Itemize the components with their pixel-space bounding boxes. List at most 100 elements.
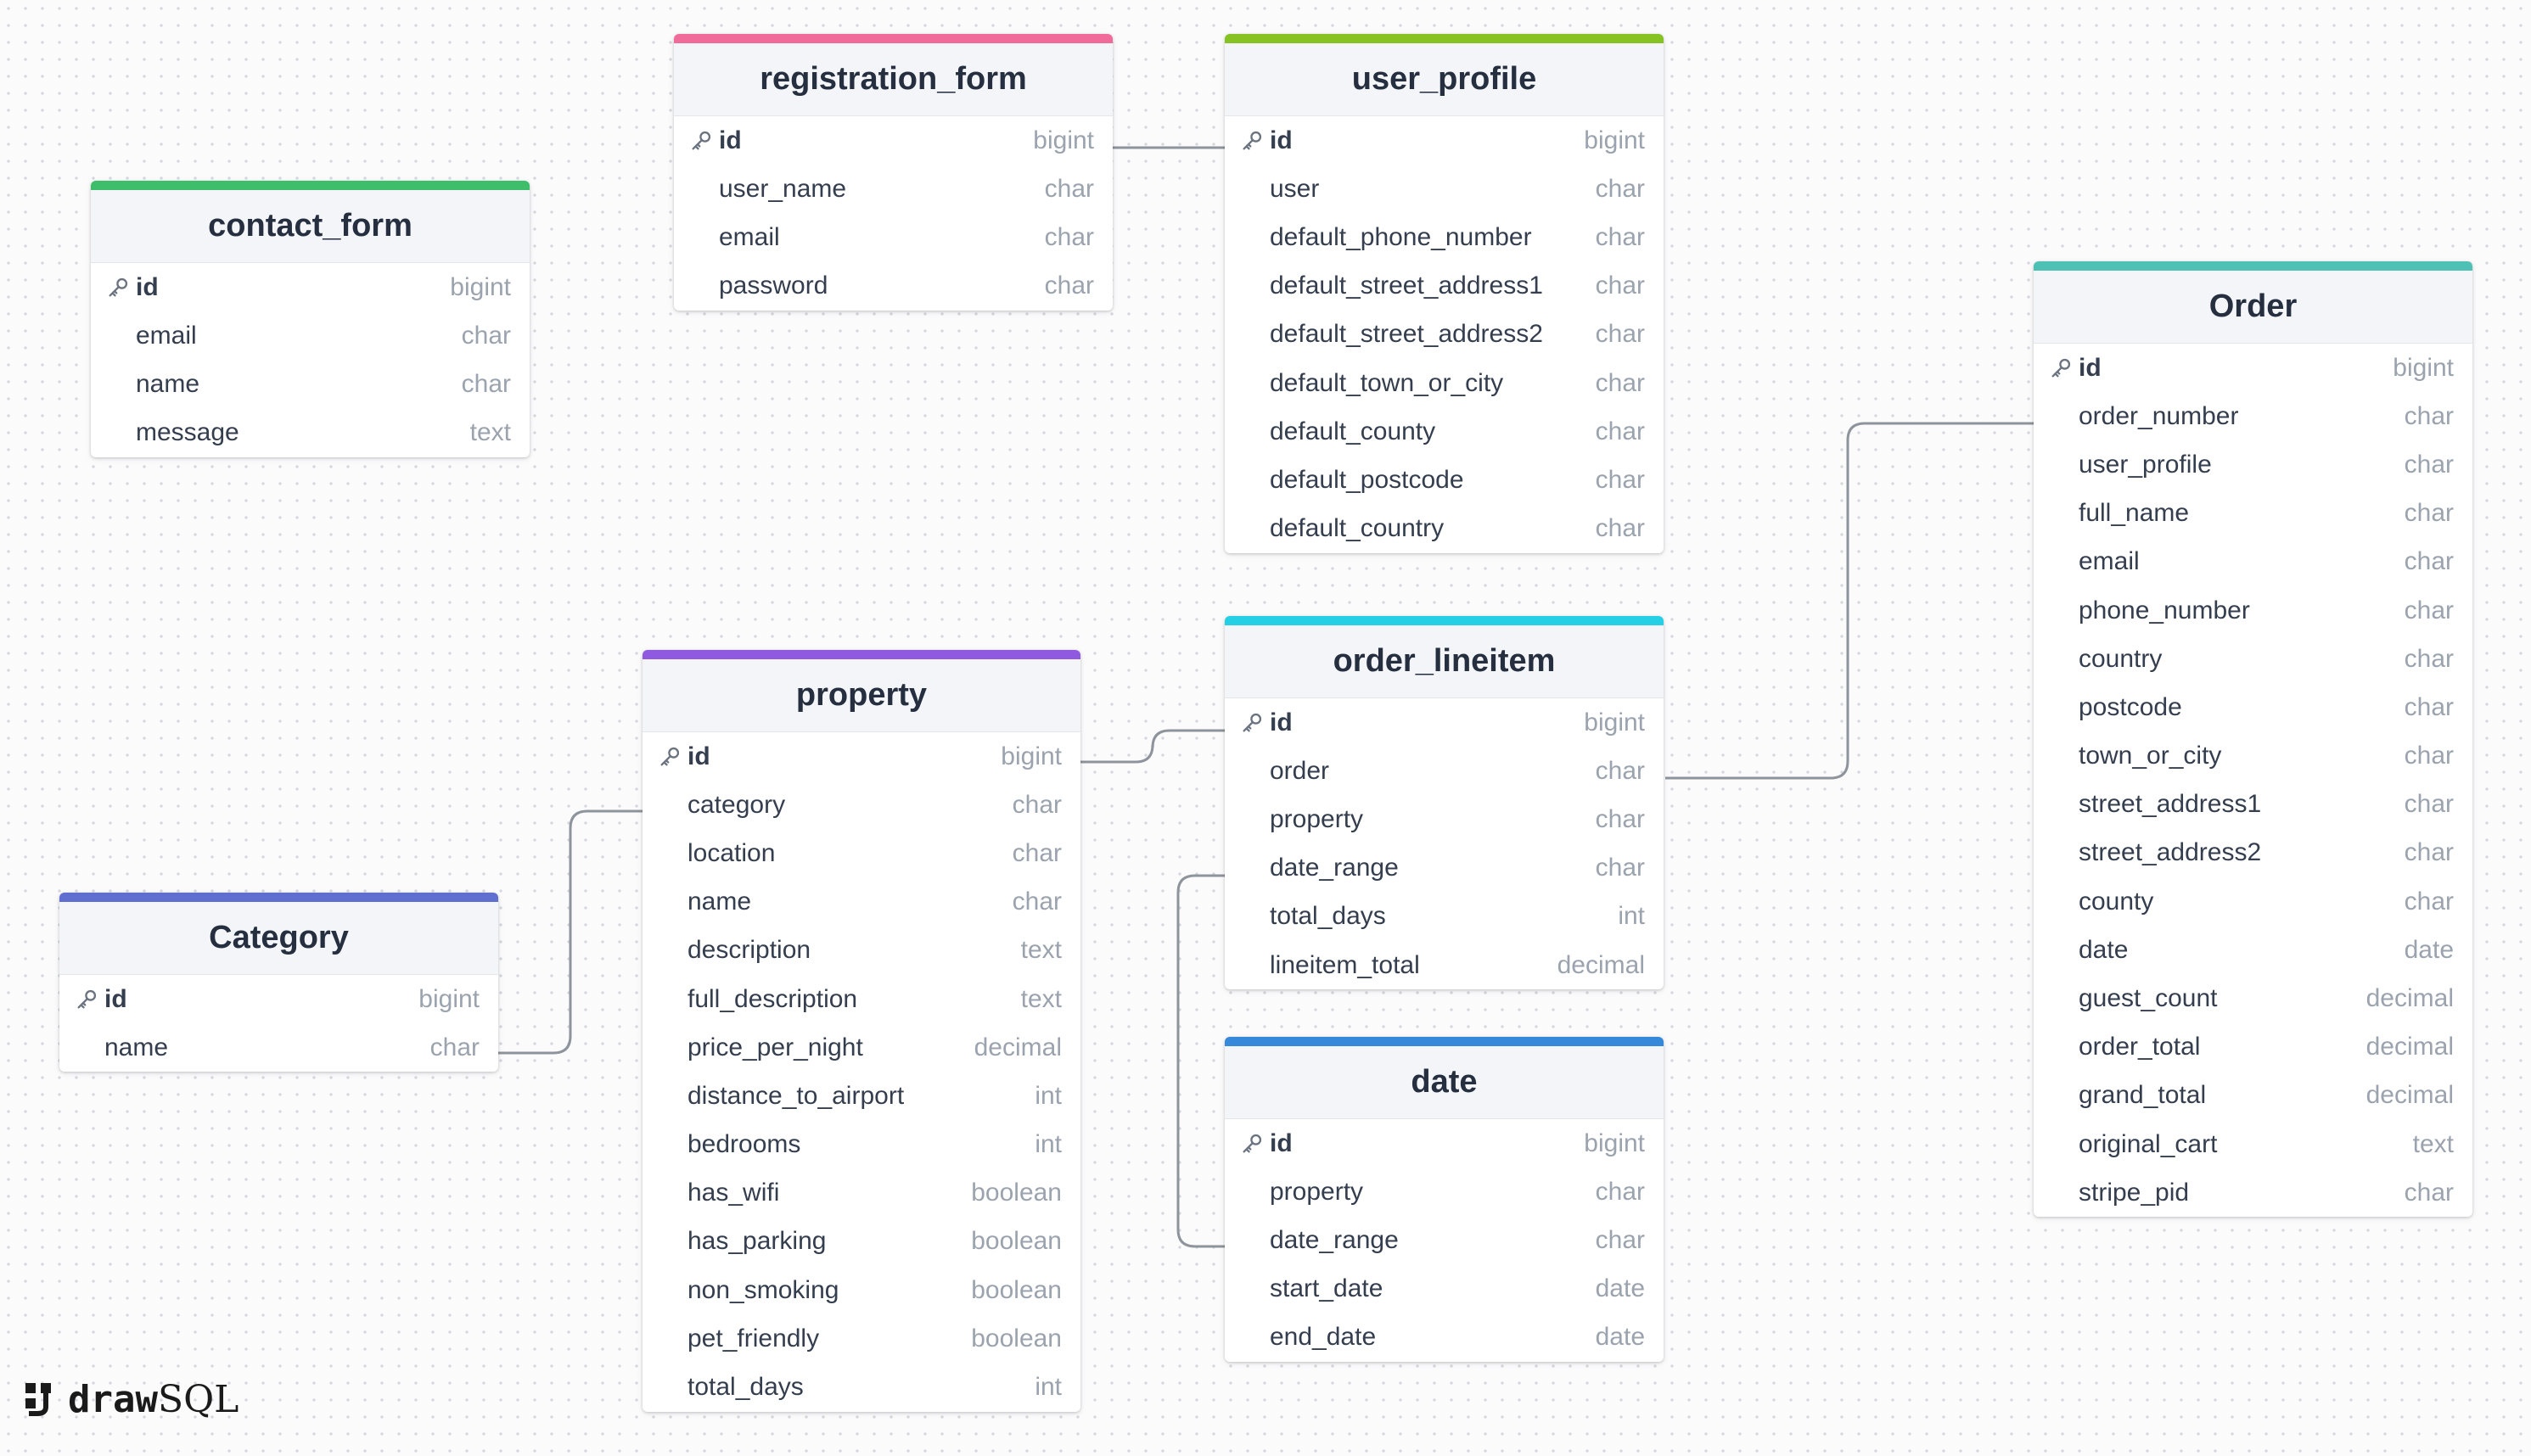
table-title[interactable]: property [643, 659, 1080, 732]
relation-property-order-lineitem[interactable] [1080, 729, 1225, 764]
relation-lineitem-date[interactable] [1176, 874, 1225, 1248]
column-name: distance_to_airport [687, 1081, 905, 1110]
column-type: boolean [971, 1324, 1062, 1352]
column-name: default_phone_number [1270, 222, 1532, 251]
table-title[interactable]: contact_form [91, 190, 530, 263]
relation-order-lineitem-order[interactable] [1665, 422, 2034, 780]
column-name: street_address2 [2079, 838, 2262, 867]
column-name: email [136, 321, 197, 350]
relation-category-property[interactable] [498, 809, 643, 1055]
key-icon [1243, 131, 1262, 150]
column-name: grand_total [2079, 1081, 2207, 1110]
table-color-bar [674, 34, 1113, 43]
column-type: char [1044, 222, 1094, 251]
column-row-name[interactable]: name char [643, 878, 1080, 927]
column-name: default_country [1270, 514, 1445, 543]
column-type: char [1012, 888, 1062, 916]
table-title[interactable]: date [1225, 1046, 1664, 1119]
table-title[interactable]: registration_form [674, 43, 1113, 116]
table-title[interactable]: order_lineitem [1225, 625, 1664, 698]
table-title[interactable]: user_profile [1225, 43, 1664, 116]
column-type: char [2404, 887, 2454, 916]
column-name: date [2079, 935, 2129, 964]
column-name: postcode [2079, 692, 2182, 721]
table-title[interactable]: Category [59, 902, 498, 975]
table-title[interactable]: Order [2034, 271, 2472, 344]
column-name: name [687, 888, 752, 916]
column-name: id [1270, 1128, 1293, 1157]
